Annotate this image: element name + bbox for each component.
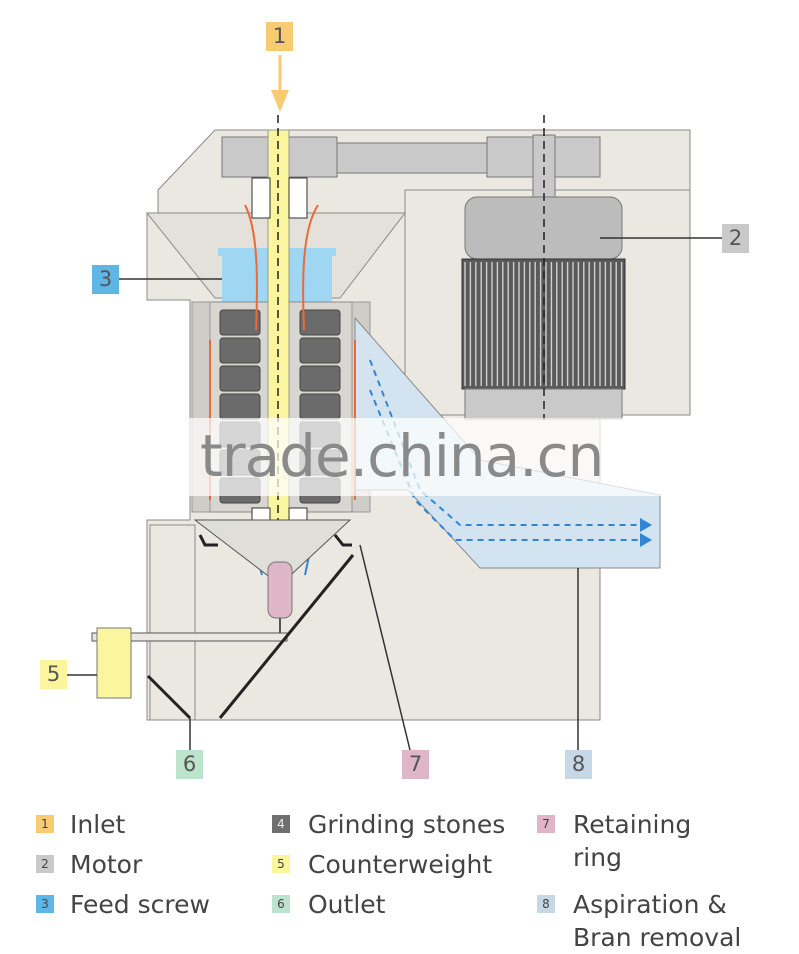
legend-swatch: 3 (36, 895, 54, 913)
legend-label: Retaining ring (573, 810, 692, 872)
legend-label: Inlet (70, 810, 126, 839)
counterweight (91, 627, 288, 699)
legend-swatch: 5 (272, 855, 290, 873)
callout-retaining-ring: 7 (402, 750, 429, 779)
legend-swatch: 7 (537, 815, 555, 833)
legend-swatch: 1 (36, 815, 54, 833)
legend-swatch: 2 (36, 855, 54, 873)
grinding-stone (219, 365, 261, 392)
grinding-stone (299, 337, 341, 364)
callout-counterweight: 5 (40, 660, 67, 689)
legend-label: Grinding stones (308, 810, 506, 839)
motor-fins (464, 262, 623, 386)
grinding-stone (299, 365, 341, 392)
callout-aspiration: 8 (565, 750, 592, 779)
grinding-stone (299, 393, 341, 420)
grinding-stone (219, 309, 261, 336)
callout-inlet: 1 (266, 22, 293, 51)
legend-label: Counterweight (308, 850, 493, 879)
legend-label: Aspiration & Bran removal (573, 890, 742, 952)
callout-feed-screw: 3 (92, 265, 119, 294)
inlet-arrow (271, 55, 289, 112)
legend-label: Feed screw (70, 890, 210, 919)
callout-outlet: 6 (176, 750, 203, 779)
legend-label: Outlet (308, 890, 386, 919)
outlet-cone (193, 519, 352, 640)
grinding-stone (219, 393, 261, 420)
watermark: trade.china.cn (90, 418, 700, 496)
watermark-text: trade.china.cn (200, 422, 604, 490)
legend-label: Motor (70, 850, 143, 879)
grinding-stone (219, 337, 261, 364)
motor (461, 115, 626, 420)
outlet-lines (146, 534, 355, 720)
legend-swatch: 4 (272, 815, 290, 833)
callout-motor: 2 (722, 224, 749, 253)
leader-lines (66, 237, 722, 751)
legend-swatch: 6 (272, 895, 290, 913)
legend-swatch: 8 (537, 895, 555, 913)
grinding-stone (299, 309, 341, 336)
